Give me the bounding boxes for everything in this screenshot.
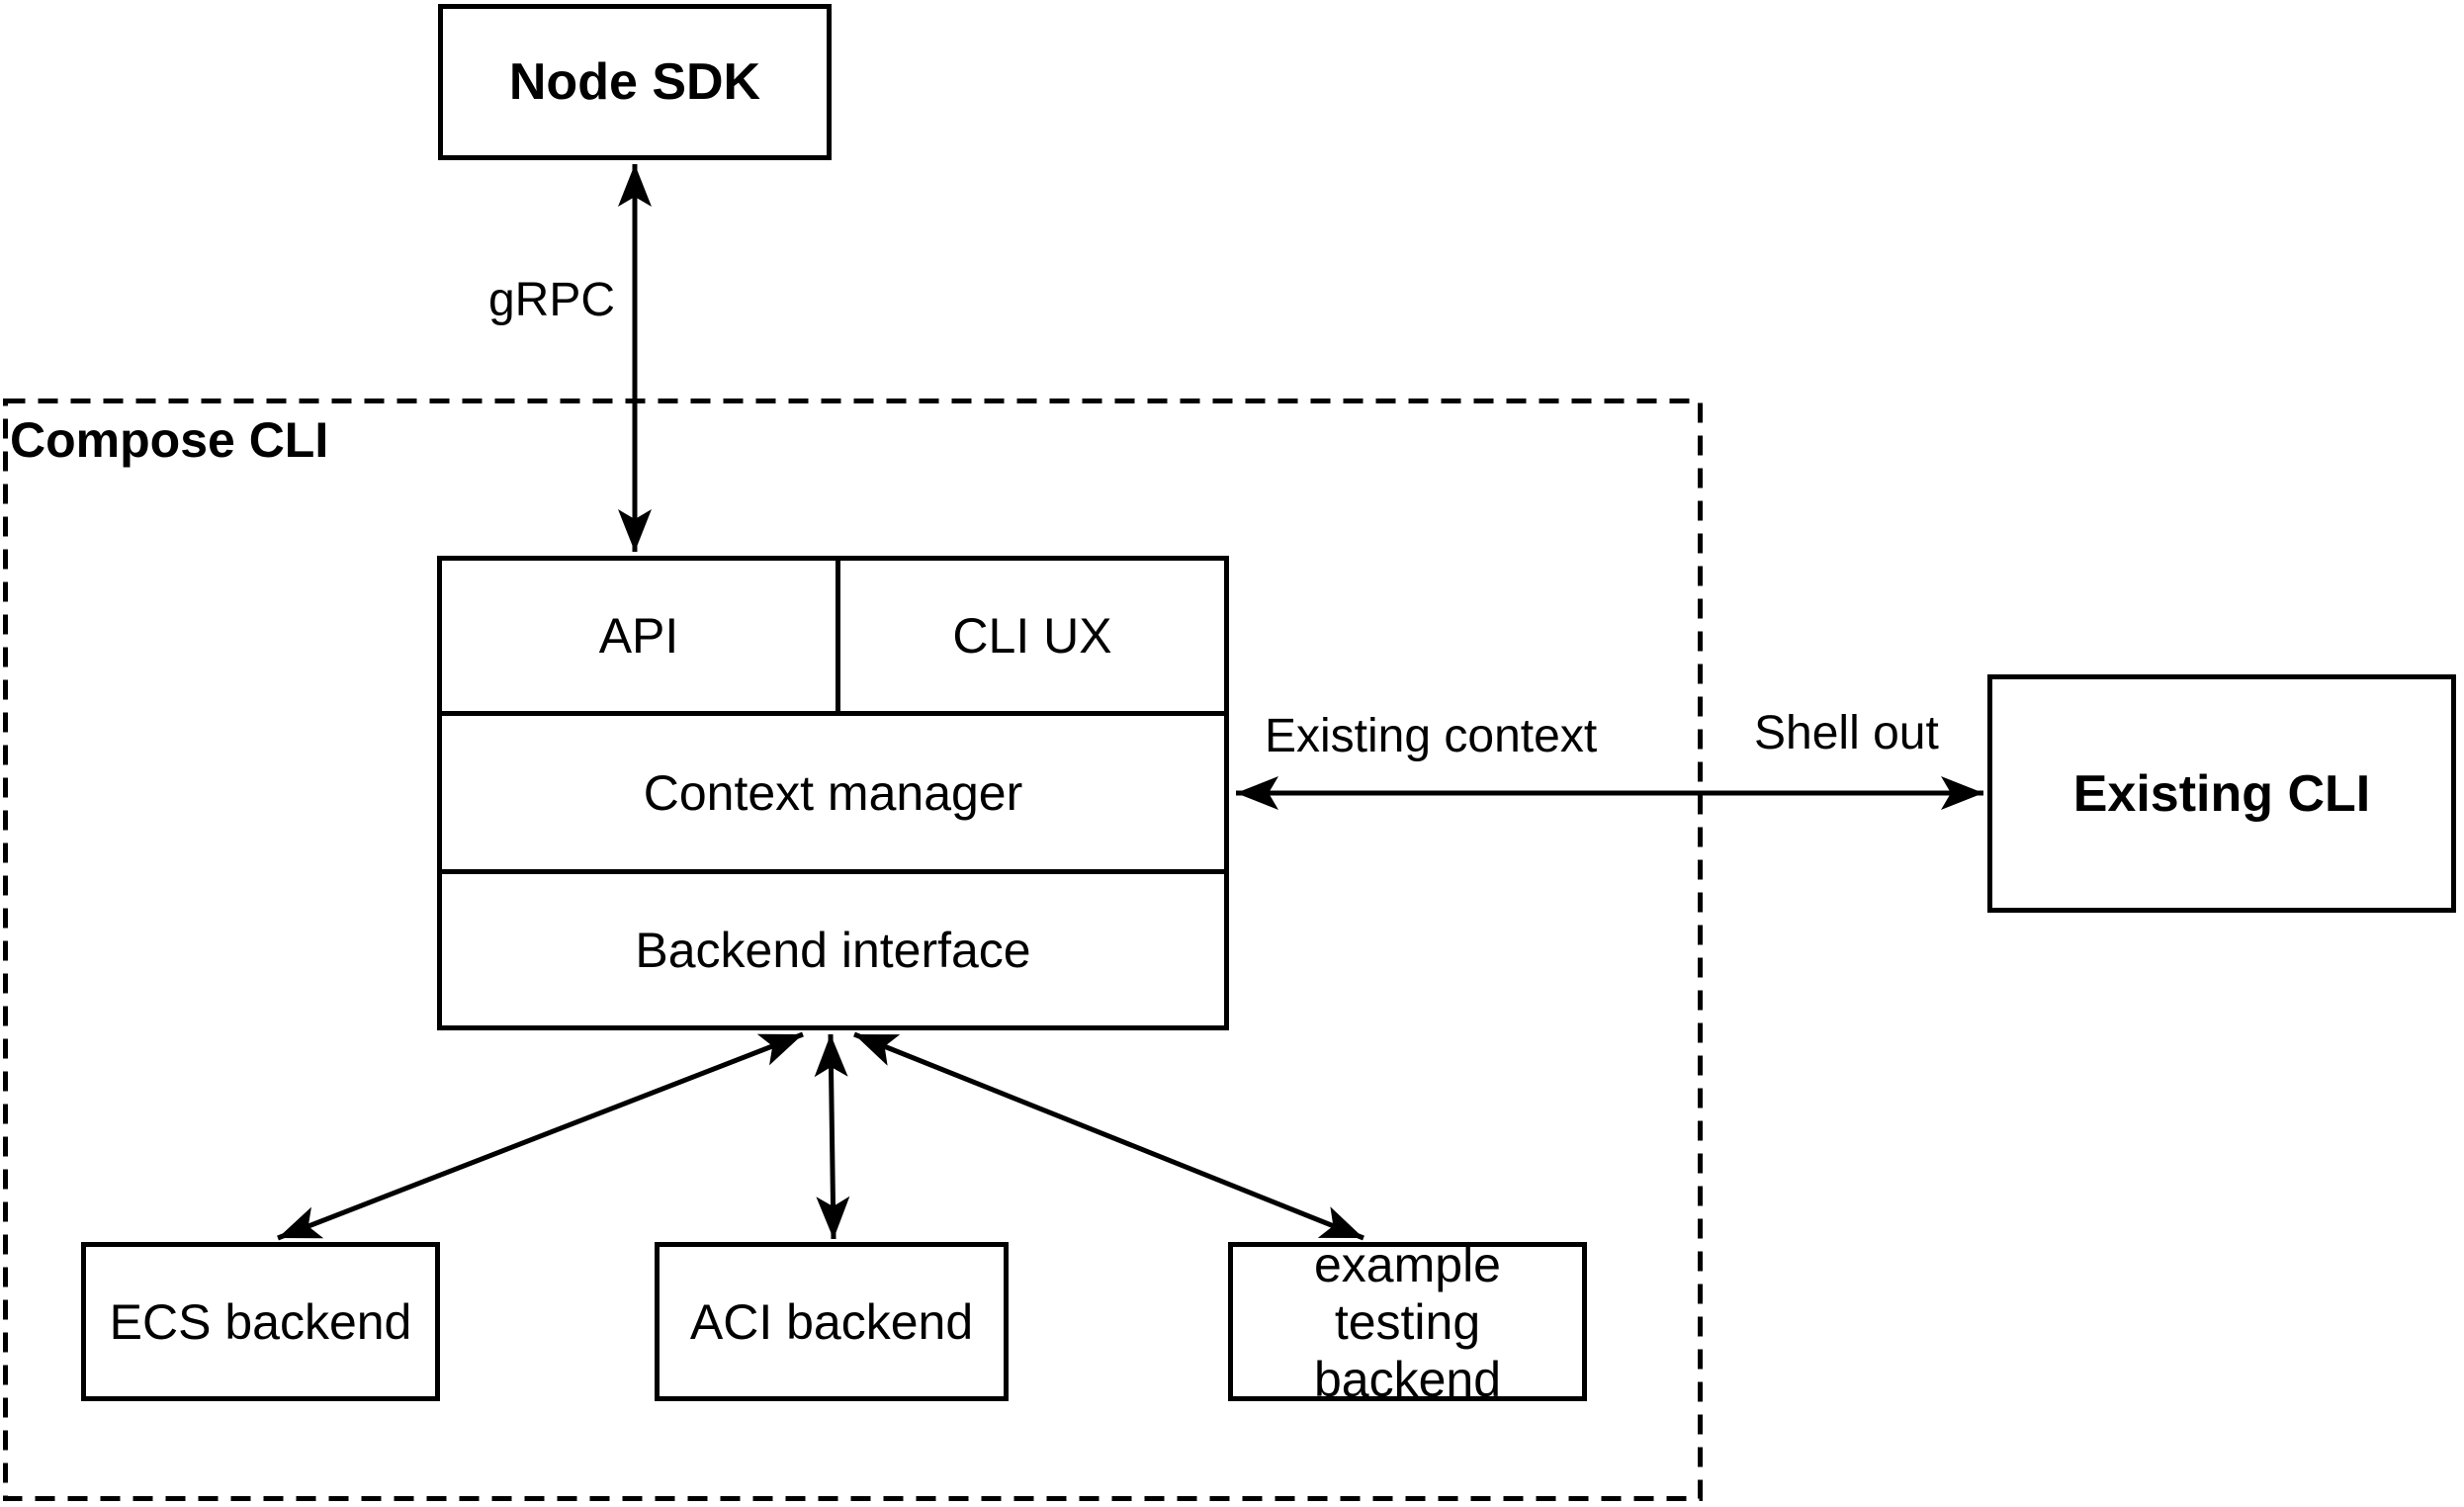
context-manager-label: Context manager bbox=[643, 764, 1023, 821]
context-manager-cell: Context manager bbox=[442, 716, 1224, 874]
cli-ux-cell: CLI UX bbox=[840, 561, 1224, 711]
compose-cli-container-border bbox=[3, 399, 1703, 1501]
node-sdk-label: Node SDK bbox=[508, 53, 761, 111]
core-top-row: API CLI UX bbox=[442, 561, 1224, 716]
existing-cli-box: Existing CLI bbox=[1987, 674, 2456, 913]
ecs-backend-label: ECS backend bbox=[109, 1293, 412, 1350]
edge-grpc-label: gRPC bbox=[482, 275, 621, 326]
backend-interface-label: Backend interface bbox=[635, 922, 1031, 978]
edge-shell-out-label: Shell out bbox=[1748, 708, 1945, 759]
api-cell: API bbox=[442, 561, 840, 711]
edge-aci-arrow bbox=[814, 1033, 850, 1240]
compose-cli-core-box: API CLI UX Context manager Backend inter… bbox=[437, 556, 1229, 1030]
existing-cli-label: Existing CLI bbox=[2072, 764, 2371, 823]
aci-backend-label: ACI backend bbox=[689, 1293, 974, 1350]
aci-backend-box: ACI backend bbox=[655, 1242, 1009, 1401]
compose-cli-container-label: Compose CLI bbox=[10, 412, 329, 468]
edge-example-arrow bbox=[853, 1031, 1364, 1241]
api-label: API bbox=[598, 608, 679, 664]
example-testing-backend-box: example testing backend bbox=[1228, 1237, 1587, 1407]
ecs-backend-box: ECS backend bbox=[81, 1242, 440, 1401]
cli-ux-label: CLI UX bbox=[952, 608, 1112, 664]
edge-ecs-arrow bbox=[277, 1031, 804, 1241]
node-sdk-box: Node SDK bbox=[438, 4, 832, 160]
example-testing-backend-label: example testing backend bbox=[1313, 1236, 1502, 1407]
backend-interface-cell: Backend interface bbox=[442, 874, 1224, 1025]
edge-existing-context-label: Existing context bbox=[1259, 711, 1604, 762]
